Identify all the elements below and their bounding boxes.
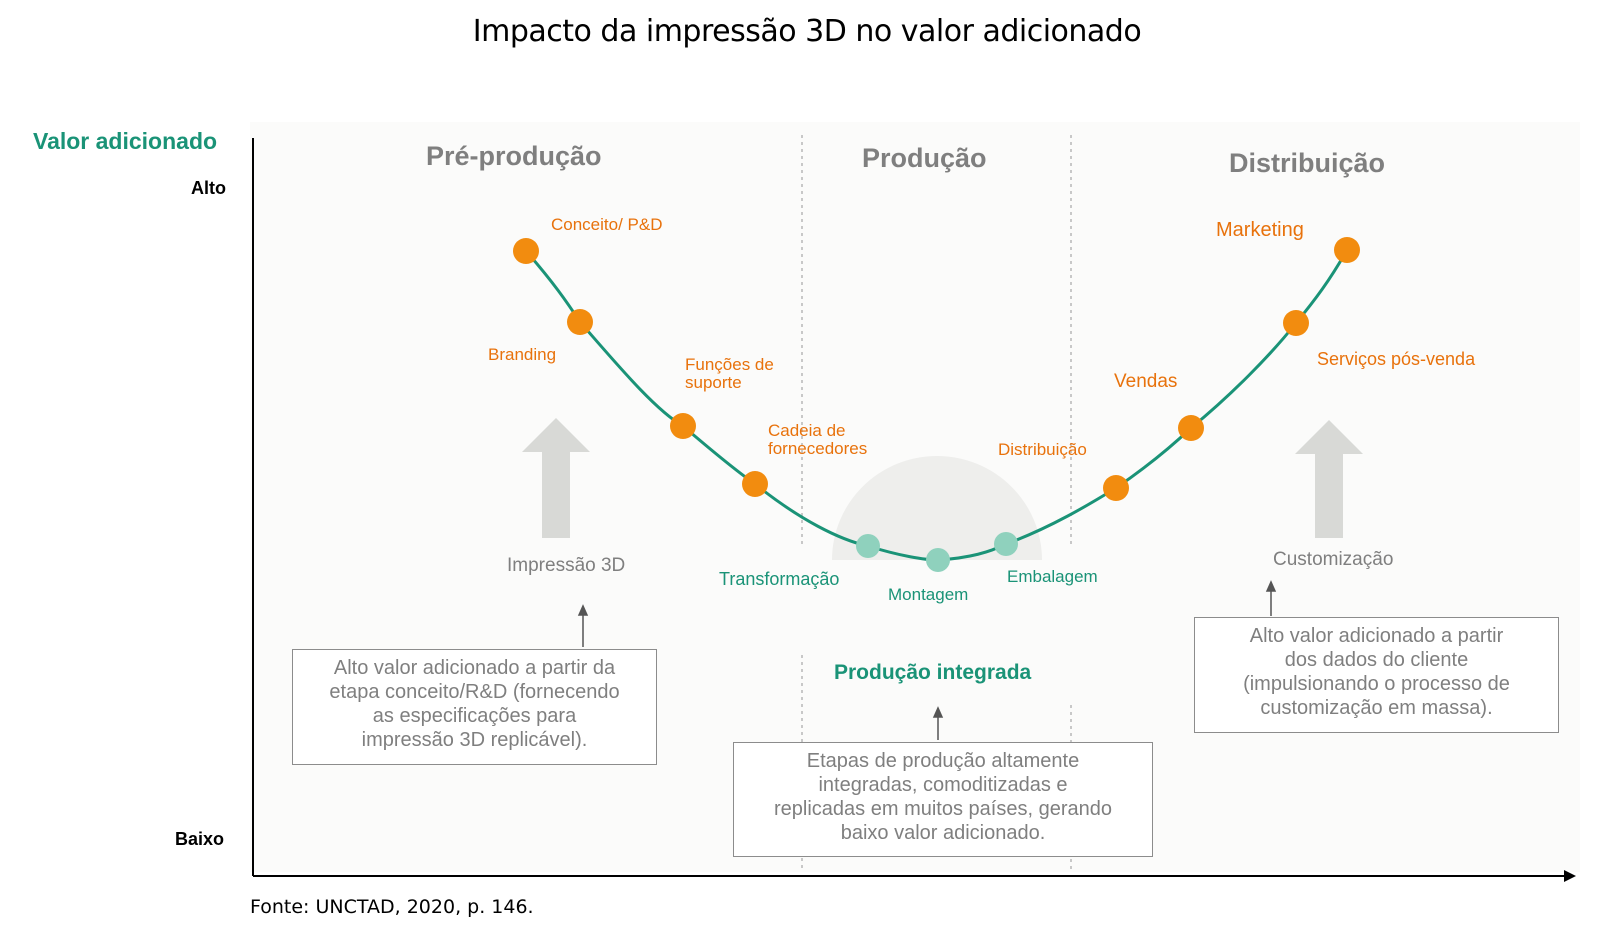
label-marketing: Marketing: [1216, 219, 1304, 241]
label-concept-rd: Conceito/ P&D: [551, 215, 663, 234]
y-tick-high: Alto: [191, 178, 226, 198]
source-note: Fonte: UNCTAD, 2020, p. 146.: [250, 896, 534, 918]
box-right-line-4: customização em massa).: [1260, 697, 1493, 719]
label-transformation: Transformação: [719, 569, 840, 589]
label-3d-printing: Impressão 3D: [507, 555, 626, 576]
box-distribution-note: Alto valor adicionado a partir dos dados…: [1194, 617, 1559, 733]
box-center-line-4: baixo valor adicionado.: [840, 822, 1046, 844]
curve-point-2: [567, 309, 593, 335]
pointer-arrow-right: [1265, 580, 1277, 616]
box-center-line-3: replicadas em muitos países, gerando: [774, 798, 1112, 820]
label-support-functions: Funções de suporte: [685, 355, 774, 392]
arrow-customization: [1295, 420, 1363, 538]
stage-distribution: Distribuição: [1229, 148, 1386, 178]
label-branding: Branding: [488, 345, 557, 364]
box-center-line-1: Etapas de produção altamente: [806, 750, 1080, 772]
label-packaging: Embalagem: [1007, 567, 1098, 586]
stage-production: Produção: [862, 143, 987, 173]
curve-point-11: [1334, 237, 1360, 263]
label-integrated-production: Produção integrada: [834, 661, 1032, 684]
box-pre-production-note: Alto valor adicionado a partir da etapa …: [292, 649, 657, 765]
label-assembly: Montagem: [888, 585, 969, 604]
curve-point-10: [1283, 310, 1309, 336]
arrow-3d-printing: [522, 418, 590, 538]
box-right-line-1: Alto valor adicionado a partir: [1249, 625, 1504, 647]
pointer-arrow-center: [932, 706, 944, 740]
curve-point-5: [856, 534, 880, 558]
y-axis-title: Valor adicionado: [33, 128, 218, 154]
box-production-note: Etapas de produção altamente integradas,…: [733, 742, 1153, 857]
curve-point-1: [513, 238, 539, 264]
curve-point-6: [926, 548, 950, 572]
curve-point-9: [1178, 415, 1204, 441]
box-center-line-2: integradas, comoditizadas e: [818, 774, 1068, 796]
curve-point-4: [742, 471, 768, 497]
curve-point-8: [1103, 475, 1129, 501]
curve-points: [513, 237, 1360, 572]
curve-point-3: [670, 413, 696, 439]
x-axis-arrowhead: [1564, 870, 1576, 882]
production-dome: [832, 456, 1042, 560]
label-sales: Vendas: [1114, 371, 1178, 392]
curve-point-7: [994, 532, 1018, 556]
label-after-sales: Serviços pós-venda: [1317, 349, 1476, 369]
pointer-arrow-left: [577, 604, 589, 647]
box-left-line-3: as especificações para: [372, 705, 577, 727]
box-right-line-3: (impulsionando o processo de: [1243, 673, 1510, 695]
box-right-line-2: dos dados do cliente: [1284, 649, 1469, 671]
stage-pre-production: Pré-produção: [426, 141, 602, 171]
box-left-line-4: impressão 3D replicável).: [361, 729, 588, 751]
diagram-title: Impacto da impressão 3D no valor adicion…: [472, 14, 1142, 49]
y-tick-low: Baixo: [175, 829, 225, 849]
label-supply-chain: Cadeia de fornecedores: [768, 421, 868, 458]
label-distribution: Distribuição: [998, 440, 1087, 459]
box-left-line-1: Alto valor adicionado a partir da: [333, 657, 616, 679]
box-left-line-2: etapa conceito/R&D (fornecendo: [329, 681, 620, 703]
label-customization: Customização: [1273, 549, 1394, 570]
